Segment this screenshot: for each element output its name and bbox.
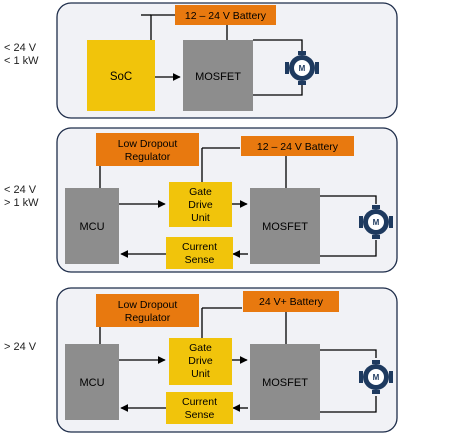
panel-2-power-label: > 1 kW [4, 197, 39, 209]
panel-2-battery-bus-wire [201, 147, 287, 188]
panel-3-voltage-label: > 24 V [4, 341, 37, 353]
panel-1: 12 – 24 V Battery SoC MOSFET M [56, 2, 398, 119]
panel-3-regulator-label-line1: Low Dropout [118, 299, 178, 311]
panel-2-current-sense-label-line1: Current [182, 241, 217, 253]
panel-1-motor-wires [253, 39, 303, 96]
panel-3-side-label: > 24 V [4, 341, 36, 354]
panel-1-battery-label: 12 – 24 V Battery [185, 10, 267, 22]
panel-1-voltage-label: < 24 V [4, 42, 37, 54]
panel-3-mcu-label: MCU [79, 377, 104, 389]
panel-2-mosfet-box [250, 188, 320, 264]
panel-3-current-sense-box [166, 392, 233, 424]
panel-3-current-sense-label-line1: Current [182, 396, 217, 408]
panel-1-mosfet-label: MOSFET [195, 71, 241, 83]
panel-3: Low Dropout Regulator 24 V+ Battery MCU … [56, 287, 398, 433]
panel-3-regulator-box [96, 294, 199, 327]
panel-2-regulator-label-line1: Low Dropout [118, 138, 178, 150]
panel-2-regulator-box [96, 133, 199, 166]
panel-2-gate-driver-label-line2: Drive [188, 199, 213, 211]
panel-1-power-label: < 1 kW [4, 55, 39, 67]
panel-3-gate-driver-label-line2: Drive [188, 355, 213, 367]
panel-2-side-label: < 24 V > 1 kW [4, 184, 39, 210]
panel-2-battery-box [241, 136, 354, 156]
panel-2-mcu-box [65, 188, 119, 264]
panel-2: Low Dropout Regulator 12 – 24 V Battery … [56, 127, 398, 273]
panel-1-mosfet-box [183, 40, 253, 111]
panel-2-motor-wires [320, 195, 377, 257]
panel-1-battery-to-mosfet-wire [150, 14, 228, 40]
panel-2-mosfet-label: MOSFET [262, 221, 308, 233]
panel-2-regulator-label-line2: Regulator [125, 151, 171, 163]
panel-3-gate-driver-label-line3: Unit [191, 368, 210, 380]
panel-1-motor-symbol: M [299, 64, 306, 73]
panel-3-battery-label: 24 V+ Battery [259, 296, 324, 308]
panel-2-gate-driver-box [169, 182, 232, 227]
panel-3-motor-icon: M [359, 360, 393, 394]
panel-2-current-sense-label-line2: Sense [185, 254, 215, 266]
panel-3-mcu-box [65, 344, 119, 420]
panel-3-gate-driver-box [169, 338, 232, 385]
panel-1-motor-icon: M [285, 51, 319, 85]
panel-2-gate-driver-label-line3: Unit [191, 212, 210, 224]
panel-1-soc-box [87, 40, 155, 111]
panel-3-battery-box [243, 291, 339, 312]
panel-3-battery-bus-wire [201, 307, 287, 344]
panel-2-battery-label: 12 – 24 V Battery [257, 141, 339, 153]
panel-2-gate-driver-label-line1: Gate [189, 186, 212, 198]
panel-2-motor-icon: M [359, 205, 393, 239]
panel-3-regulator-label-line2: Regulator [125, 312, 171, 324]
panel-1-soc-label: SoC [110, 71, 132, 83]
panel-3-motor-symbol: M [373, 373, 380, 382]
panel-2-mcu-label: MCU [79, 221, 104, 233]
panel-2-voltage-label: < 24 V [4, 184, 37, 196]
panel-1-side-label: < 24 V < 1 kW [4, 42, 39, 68]
panel-2-current-sense-box [166, 237, 233, 269]
panel-2-motor-symbol: M [373, 218, 380, 227]
panel-3-mosfet-label: MOSFET [262, 377, 308, 389]
panel-1-battery-box [175, 5, 276, 25]
panel-3-gate-driver-label-line1: Gate [189, 342, 212, 354]
panel-3-motor-wires [320, 349, 377, 413]
panel-3-current-sense-label-line2: Sense [185, 409, 215, 421]
panel-3-mosfet-box [250, 344, 320, 420]
